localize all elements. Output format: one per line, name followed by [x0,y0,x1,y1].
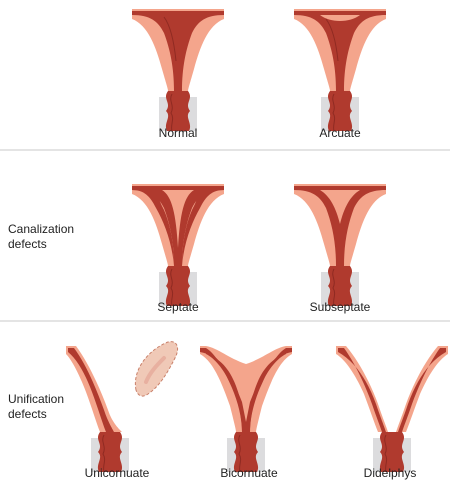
arcuate-uterus-icon [294,9,386,132]
subseptate-uterus-icon [294,184,386,307]
normal-uterus-icon [132,9,224,132]
label-septate: Septate [157,300,199,314]
section-canalization-line1: Canalization [8,222,75,236]
bicornuate-uterus-icon [200,346,292,473]
septate-uterus-icon [132,184,224,307]
unicornuate-uterus-icon [66,346,130,473]
section-canalization-defects: Canalization defects [8,222,74,252]
section-unification-defects: Unification defects [8,392,64,422]
label-didelphys: Didelphys [363,466,417,480]
label-unicornuate: Unicornuate [84,466,150,480]
section-unification-line2: defects [8,407,47,421]
rudimentary-horn-icon [134,341,179,397]
label-subseptate: Subseptate [309,300,371,314]
label-arcuate: Arcuate [319,126,361,140]
section-unification-line1: Unification [8,392,65,406]
label-normal: Normal [158,126,198,140]
section-canalization-line2: defects [8,237,47,251]
didelphys-uterus-icon [336,346,448,473]
label-bicornuate: Bicornuate [220,466,278,480]
